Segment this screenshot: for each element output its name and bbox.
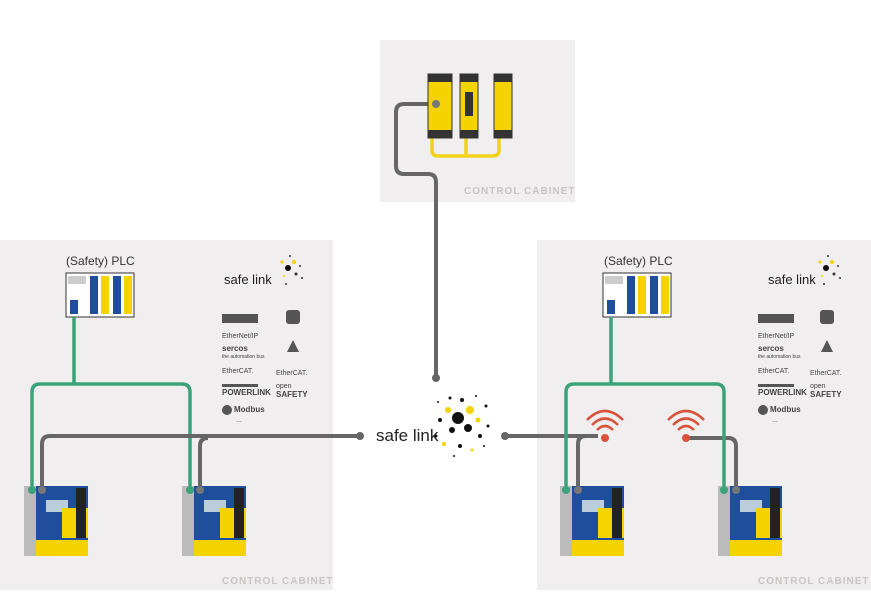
protocol-sercos: sercos: [758, 344, 784, 353]
left-brand-label: safe link: [224, 272, 272, 287]
right-brand-label: safe link: [768, 272, 816, 287]
right-cabinet-label: CONTROL CABINET: [758, 576, 870, 587]
protocol-open: open: [810, 383, 826, 390]
wireless-icon-1: [586, 409, 624, 431]
protocol-ethernet-ip: EtherNet/IP: [758, 333, 795, 340]
right-safelink-logo: [818, 255, 841, 285]
gray-cable-top: [394, 102, 438, 378]
protocol-sercos-sub: the automation bus: [758, 354, 801, 360]
left-plc: [65, 272, 135, 318]
protocol-ethercat-safety: EtherCAT.: [276, 370, 308, 377]
left-plc-title: (Safety) PLC: [66, 254, 135, 268]
left-cabinet-label: CONTROL CABINET: [222, 576, 334, 587]
right-plc: [602, 272, 672, 318]
wireless-icon-2: [667, 409, 705, 431]
right-device-1: [560, 486, 624, 556]
protocol-open: open: [276, 383, 292, 390]
protocol-safety: SAFETY: [276, 390, 308, 399]
safety-relay-3: [493, 73, 513, 139]
right-device-2: [718, 486, 782, 556]
protocol-ethercat: EtherCAT.: [758, 368, 790, 375]
right-green-cable: [564, 317, 726, 488]
protocol-powerlink: POWERLINK: [758, 388, 807, 397]
protocol-ethernet-ip: EtherNet/IP: [222, 333, 259, 340]
protocol-modbus: Modbus: [234, 405, 265, 414]
protocol-ethercat-safety: EtherCAT.: [810, 370, 842, 377]
yellow-cable-top: [430, 136, 501, 158]
left-device-2: [182, 486, 246, 556]
protocol-sercos-sub: the automation bus: [222, 354, 265, 360]
protocol-sercos: sercos: [222, 344, 248, 353]
left-gray-cable: [40, 434, 360, 488]
left-device-1: [24, 486, 88, 556]
center-safelink-logo: [434, 395, 490, 457]
protocol-modbus: Modbus: [770, 405, 801, 414]
right-plc-title: (Safety) PLC: [604, 254, 673, 268]
protocol-more: ...: [772, 417, 778, 424]
protocol-safety: SAFETY: [810, 390, 842, 399]
protocol-powerlink: POWERLINK: [222, 388, 271, 397]
safety-relay-2: [459, 73, 479, 139]
center-safelink-label: safe link: [376, 426, 439, 445]
protocol-ethercat: EtherCAT.: [222, 368, 254, 375]
safety-relay-1: [427, 73, 453, 139]
protocol-more: ...: [236, 417, 242, 424]
top-cabinet-label: CONTROL CABINET: [464, 186, 576, 197]
left-green-cable: [30, 317, 192, 488]
left-safelink-logo: [280, 255, 303, 285]
